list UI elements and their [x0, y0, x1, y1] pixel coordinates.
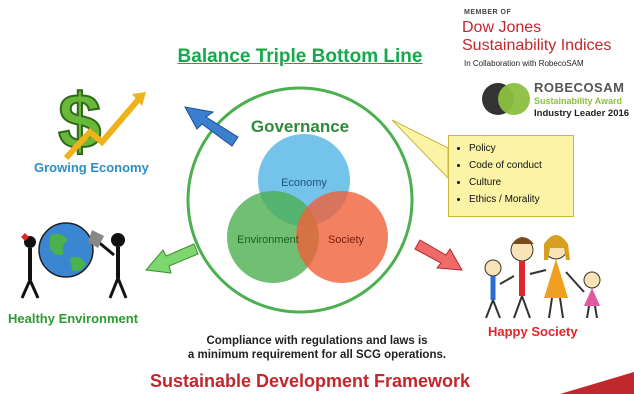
arrow-to-environment — [145, 243, 199, 274]
happy-society-label: Happy Society — [488, 324, 578, 339]
robecosam-name: ROBECOSAM — [534, 80, 625, 95]
governance-list: Policy Code of conduct Culture Ethics / … — [449, 140, 573, 208]
compliance-line-2: a minimum requirement for all SCG operat… — [187, 349, 447, 361]
callout-item-ethics: Ethics / Morality — [469, 191, 573, 208]
compliance-note: Compliance with regulations and laws is … — [150, 334, 484, 362]
society-circle — [296, 191, 388, 283]
economy-label: Economy — [281, 177, 327, 189]
robecosam-leader: Industry Leader 2016 — [534, 108, 630, 119]
callout-item-policy: Policy — [469, 140, 573, 157]
governance-label: Governance — [251, 117, 349, 136]
governance-callout: Policy Code of conduct Culture Ethics / … — [448, 135, 574, 217]
arrow-to-economy — [184, 106, 239, 147]
robecosam-logo-icon — [482, 83, 530, 115]
robecosam-award: Sustainability Award — [534, 96, 623, 106]
environment-label: Environment — [237, 234, 299, 246]
dj-member-label: MEMBER OF — [464, 9, 512, 16]
corner-swoosh — [560, 372, 634, 394]
growing-economy-label: Growing Economy — [34, 160, 149, 175]
arrow-to-society — [414, 239, 463, 271]
dollar-growth-icon: $ — [57, 76, 146, 166]
dj-name-label: Dow Jones — [462, 19, 542, 36]
callout-item-code: Code of conduct — [469, 157, 573, 174]
society-label: Society — [328, 234, 365, 246]
outer-ring — [186, 86, 414, 314]
dj-indices-label: Sustainability Indices — [462, 37, 612, 54]
svg-text:$: $ — [58, 77, 101, 165]
footer-title: Sustainable Development Framework — [149, 371, 471, 391]
happy-family-icon — [484, 235, 601, 319]
callout-item-culture: Culture — [469, 174, 573, 191]
environment-circle — [227, 191, 319, 283]
page-title: Balance Triple Bottom Line — [177, 46, 423, 67]
dj-collab-label: In Collaboration with RobecoSAM — [464, 59, 584, 68]
healthy-environment-label: Healthy Environment — [8, 311, 139, 326]
globe-cleaning-icon — [20, 222, 128, 299]
compliance-line-1: Compliance with regulations and laws is — [206, 335, 428, 347]
